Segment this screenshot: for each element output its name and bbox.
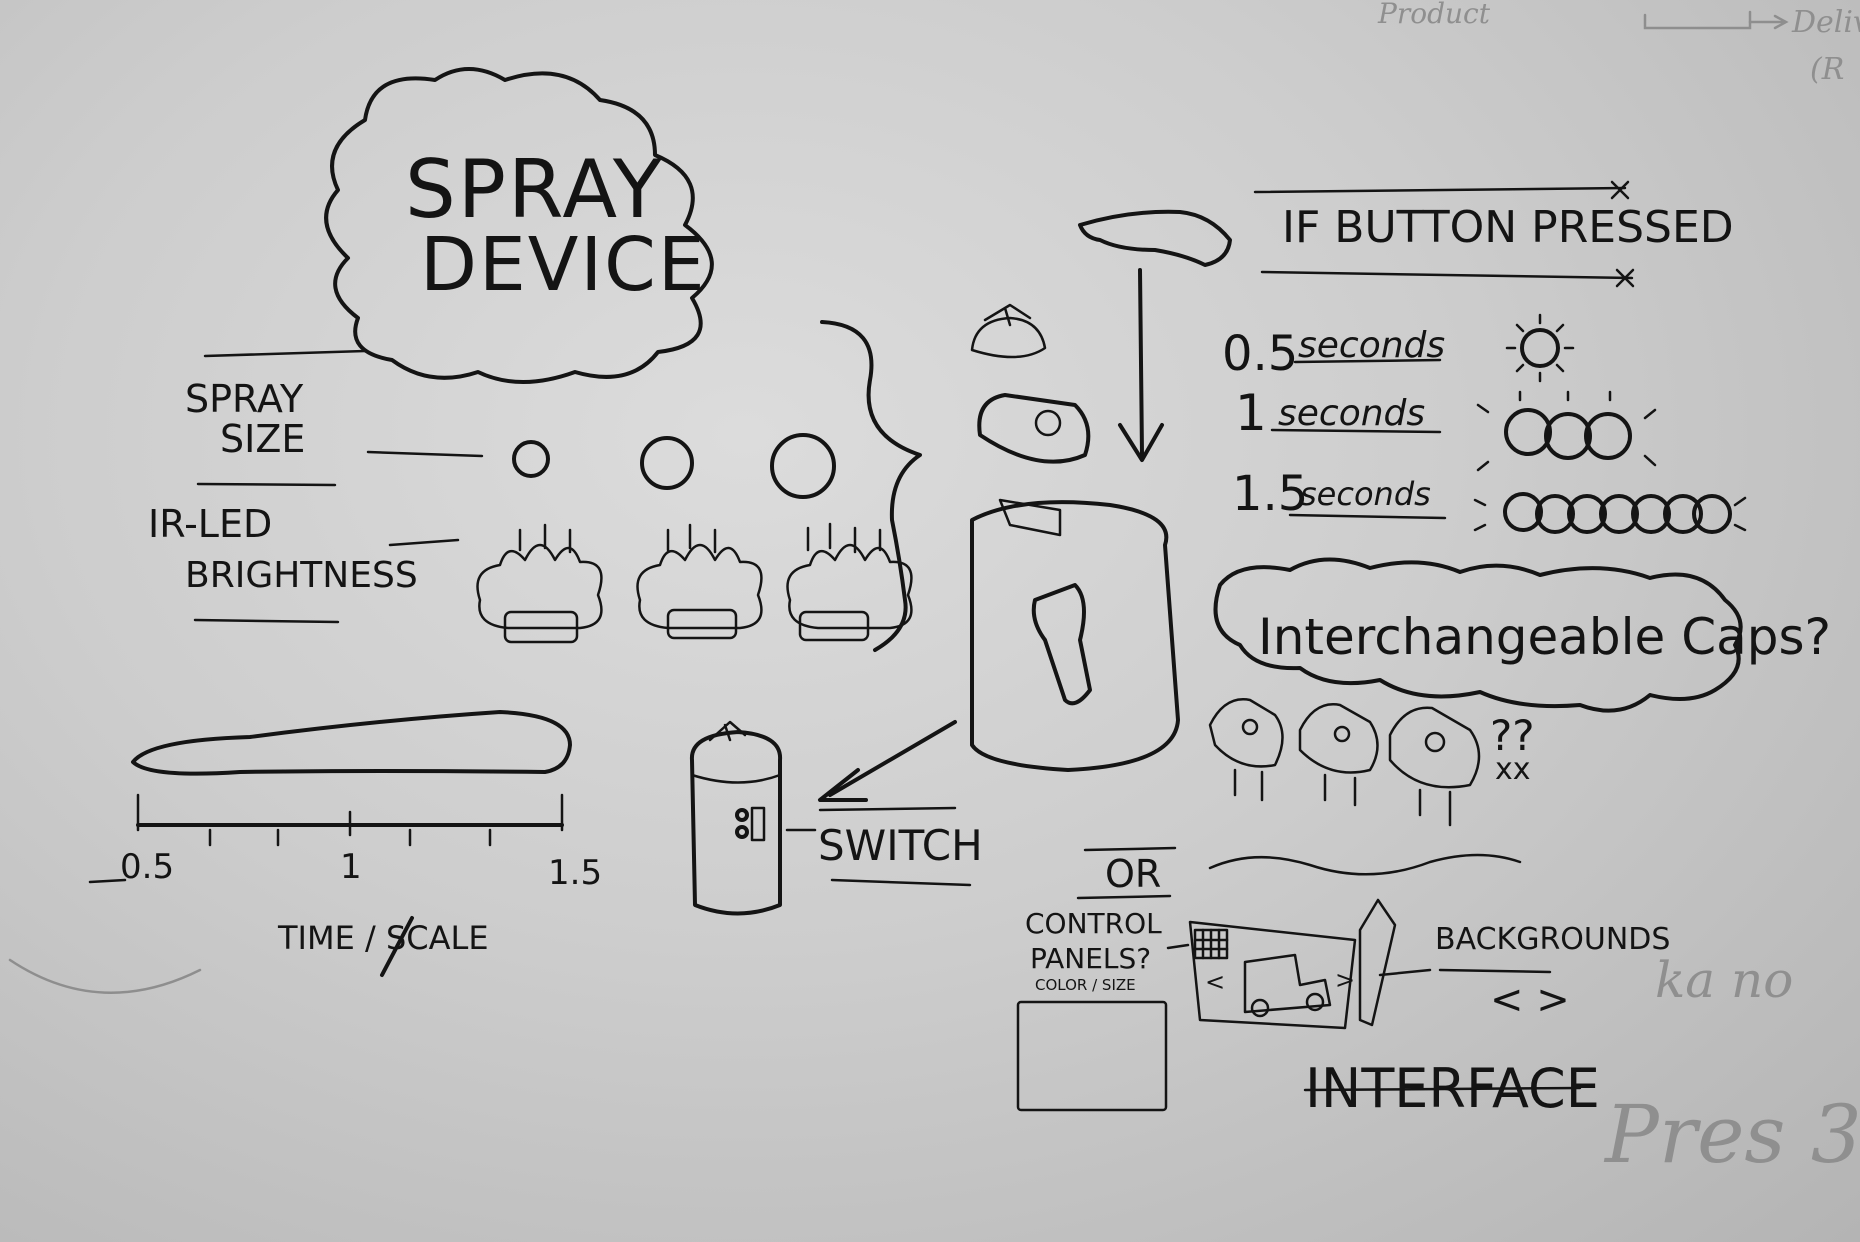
duration-3-num: 1.5	[1232, 466, 1309, 522]
caps-xs: xx	[1495, 752, 1531, 787]
control-panels-label-2: PANELS?	[1030, 942, 1152, 975]
ghost-box	[1643, 10, 1752, 30]
hand-press-icon	[1078, 209, 1232, 267]
cap-sketch-1	[1208, 698, 1284, 802]
ghost-notes-right: ka no	[1655, 951, 1794, 1009]
ir-led-connector	[388, 538, 460, 547]
if-button-pressed-heading: IF BUTTON PRESSED	[1282, 202, 1734, 253]
arrow-to-can	[828, 720, 957, 797]
timeline-wedge	[131, 710, 572, 776]
ghost-deliver: Deliv	[1792, 5, 1860, 40]
cloud-title-line2: DEVICE	[420, 222, 707, 308]
ir-led-label-2: BRIGHTNESS	[185, 555, 418, 596]
interface-label: INTERFACE	[1305, 1057, 1600, 1120]
wavy-line	[1208, 853, 1522, 876]
backgrounds-label: BACKGROUNDS	[1435, 922, 1671, 957]
spray-circle-medium	[640, 436, 694, 490]
ghost-curve	[8, 958, 202, 994]
spray-size-label-1: SPRAY	[185, 377, 304, 421]
tall-frame	[1358, 898, 1397, 1027]
duration-3-unit: seconds	[1300, 475, 1431, 513]
led-hand-2	[636, 523, 763, 640]
wall-plate	[1016, 1000, 1168, 1112]
led-hand-3	[786, 522, 913, 642]
ghost-product: Product	[1378, 0, 1490, 30]
bottle	[1031, 583, 1092, 706]
spray-cap-top	[970, 303, 1047, 359]
spray-can-sketch	[689, 720, 783, 916]
spray-circle-small	[512, 440, 550, 478]
tick-1-5: 1.5	[548, 853, 603, 893]
spray-cap-middle	[977, 393, 1091, 537]
cloud-title-line1: SPRAY	[405, 143, 664, 236]
duration-2-num: 1	[1235, 384, 1267, 442]
ir-led-label-1: IR-LED	[148, 502, 273, 546]
duration-1-num: 0.5	[1222, 326, 1299, 382]
spray-size-label-2: SIZE	[220, 417, 306, 461]
control-sub-label: COLOR / SIZE	[1035, 976, 1136, 994]
tick-0-5: 0.5	[120, 847, 175, 887]
duration-2-unit: seconds	[1278, 393, 1426, 434]
down-arrow	[1138, 268, 1144, 457]
screen-right-arrow: >	[1335, 966, 1356, 994]
ghost-bracket: (R	[1810, 52, 1845, 87]
spray-size-connector	[366, 450, 484, 458]
sun-pattern-small	[1505, 313, 1575, 383]
backgrounds-arrows: < >	[1490, 977, 1570, 1023]
screen-left-arrow: <	[1205, 968, 1226, 996]
cap-sketch-2	[1298, 703, 1379, 807]
cylinder	[970, 500, 1180, 772]
caps-cloud	[1213, 557, 1743, 713]
time-scale-label: TIME / SCALE	[278, 919, 489, 957]
tick-1: 1	[340, 847, 362, 887]
interchangeable-caps-question: Interchangeable Caps?	[1258, 608, 1832, 666]
ghost-arrow	[1748, 14, 1789, 30]
ghost-pres: Pres 3.	[1605, 1088, 1860, 1181]
spray-circle-large	[770, 433, 836, 499]
interface-screen	[1188, 920, 1357, 1030]
sun-pattern-large	[1473, 492, 1747, 534]
switch-label: SWITCH	[818, 821, 983, 870]
curly-brace	[820, 320, 922, 652]
duration-1-unit: seconds	[1298, 325, 1446, 366]
sun-pattern-medium	[1476, 390, 1657, 472]
or-label: OR	[1105, 852, 1162, 896]
title-cloud	[324, 67, 714, 384]
caps-question-marks: ??	[1490, 711, 1535, 760]
cap-sketch-3	[1388, 706, 1481, 827]
control-panels-label-1: CONTROL	[1025, 907, 1162, 940]
led-hand-1	[476, 523, 603, 644]
